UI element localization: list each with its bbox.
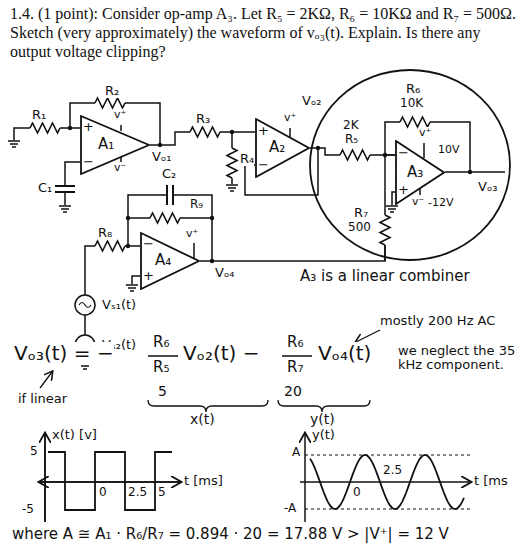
op-amp-triangle: +A₂−	[255, 118, 310, 178]
input-sign: +	[398, 183, 409, 197]
input-sign: −	[143, 237, 154, 251]
wires	[14, 70, 510, 362]
equation: Vₒ₂(t) −	[183, 342, 260, 364]
circled-region	[310, 70, 510, 260]
capacitor-name: C₂	[162, 167, 176, 181]
resistor-value: 500	[348, 221, 371, 234]
waveform-plots	[40, 434, 470, 522]
resistor-name: R₅	[345, 133, 358, 146]
op-amp-name: A₄	[155, 252, 171, 269]
op-amp-triangle: −A₄+	[140, 232, 200, 290]
tick-label: 0	[353, 486, 361, 499]
equation: R₅	[153, 359, 169, 376]
tick-label: 0	[99, 486, 107, 499]
input-sign: +	[143, 269, 154, 283]
equation: Vₒ₄(t)	[318, 342, 371, 364]
tick-label: 2.5	[383, 464, 402, 477]
resistor-name: R₁	[32, 108, 46, 122]
resistor-name: R₈	[98, 226, 112, 240]
tick-label: -5	[22, 503, 34, 516]
equation: Vₒ₃(t) = −	[14, 342, 114, 364]
signal-name: Vₒ₃	[478, 180, 497, 194]
resistor-value: 2K	[343, 119, 359, 132]
note: if linear	[18, 392, 67, 406]
capacitor-name: C₁	[38, 181, 52, 195]
supply-name: v⁺	[186, 228, 198, 240]
tick-label: 5	[158, 486, 166, 499]
supply-name: v⁻	[114, 162, 126, 174]
axis-label: t [ms	[474, 474, 508, 488]
axis-label: y(t)	[312, 428, 335, 442]
problem-statement: 1.4. (1 point): Consider op-amp A₃. Let …	[10, 4, 521, 62]
input-sign: −	[398, 146, 409, 160]
input-sign: −	[83, 155, 94, 169]
op-amp-name: A₃	[407, 164, 423, 181]
input-sign: +	[258, 124, 269, 138]
supply-value: 10V	[438, 144, 460, 156]
supply-name: v⁺	[419, 127, 431, 139]
ground-symbols	[8, 141, 398, 369]
resistor-name: R₂	[105, 84, 119, 98]
input-sign: −	[258, 158, 269, 172]
equation: 20	[284, 384, 302, 399]
tick-label: 5	[30, 445, 38, 458]
axis-label: x(t) [v]	[52, 428, 97, 442]
note: where A ≅ A₁ · R₆/R₇ = 0.894 · 20 = 17.8…	[12, 526, 449, 543]
resistor-name: R₇	[354, 206, 368, 220]
brace-label: x(t)	[190, 412, 215, 427]
resistor-name: R₃	[196, 112, 210, 126]
tick-label: A	[292, 446, 300, 459]
equation: R₆	[153, 334, 169, 351]
signal-name: Vₒ₁	[152, 150, 171, 164]
op-amp-name: A₂	[269, 139, 285, 156]
resistor-name: R₄	[240, 152, 254, 166]
equation: R₆	[287, 334, 303, 351]
supply-name: v⁺	[284, 112, 296, 124]
signal-name: Vₒ₄	[215, 266, 234, 280]
resistor-name: R₉	[190, 198, 203, 211]
resistor-value: 10K	[400, 97, 423, 110]
input-sign: +	[83, 120, 94, 134]
op-amp-name: A₁	[98, 136, 114, 153]
supply-value: -12V	[428, 197, 454, 209]
equation: R₇	[287, 359, 303, 376]
axis-label: t [ms]	[184, 474, 223, 488]
tick-label: -A	[284, 502, 296, 515]
equation: 5	[158, 384, 167, 399]
supply-name: v⁺	[114, 109, 126, 121]
resistor-name: R₆	[406, 82, 420, 96]
source-name: Vₛ₁(t)	[102, 298, 136, 312]
signal-name: Vₒ₂	[302, 94, 321, 108]
brace-label: y(t)	[310, 412, 335, 427]
supply-name: v⁻	[412, 196, 424, 208]
note: A₃ is a linear combiner	[300, 268, 470, 285]
note: we neglect the 35 kHz component.	[398, 344, 526, 373]
tick-label: 2.5	[128, 486, 147, 499]
note: mostly 200 Hz AC	[380, 314, 495, 328]
resistor-symbols	[30, 97, 430, 252]
